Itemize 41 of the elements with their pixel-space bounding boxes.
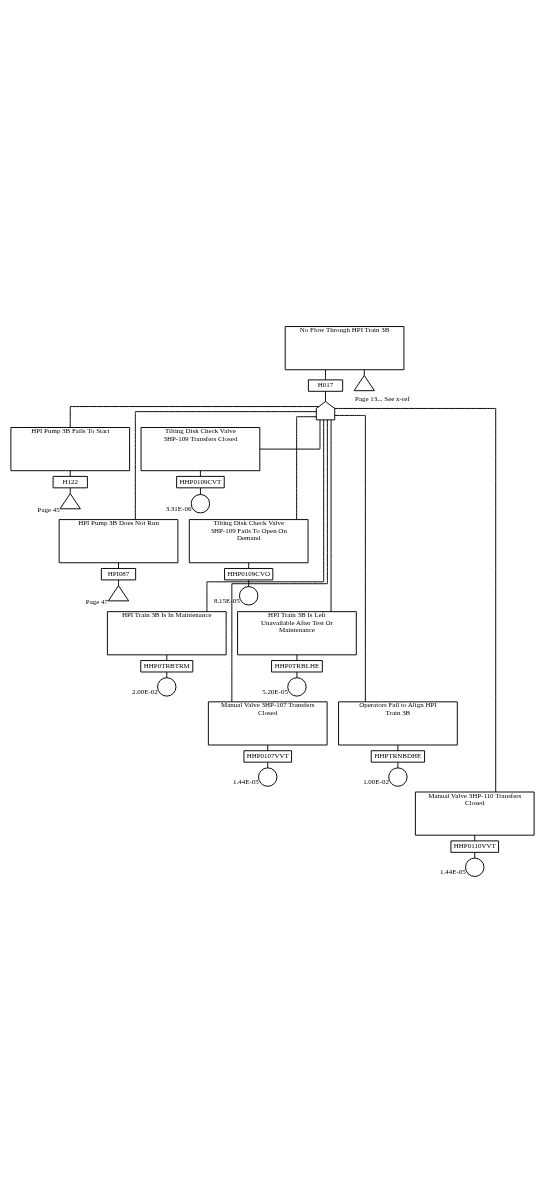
connector [296, 653, 298, 661]
connector [330, 419, 332, 612]
connector [199, 487, 201, 495]
connector [166, 671, 168, 678]
connector [296, 415, 317, 520]
node-circle [190, 493, 211, 513]
connector [248, 561, 250, 569]
connector [69, 487, 71, 494]
connector [69, 469, 71, 477]
connector [474, 834, 476, 841]
connector [206, 419, 325, 612]
node-circle [465, 857, 485, 877]
node-circle [287, 676, 307, 697]
connector [118, 579, 119, 586]
connector [397, 761, 399, 768]
connector [325, 390, 326, 402]
connector [363, 368, 365, 376]
connector [231, 418, 328, 702]
connector [397, 744, 399, 751]
connector [166, 653, 168, 661]
connector [474, 851, 476, 858]
node-circle [239, 585, 259, 605]
connector [334, 414, 366, 702]
connector [296, 671, 298, 678]
connector [334, 407, 497, 792]
node-gate [315, 400, 336, 420]
connector [248, 579, 250, 587]
node-triangle [353, 374, 375, 391]
connector [267, 761, 269, 768]
node-triangle [107, 584, 130, 601]
connector [259, 418, 321, 450]
connector [325, 368, 326, 380]
connector [267, 744, 269, 751]
connector [134, 410, 317, 520]
node-triangle [59, 492, 81, 509]
connector [199, 469, 201, 477]
node-circle [258, 766, 278, 787]
node-circle [157, 676, 177, 697]
connector [69, 405, 320, 428]
node-circle [388, 766, 408, 787]
connector [118, 561, 119, 569]
